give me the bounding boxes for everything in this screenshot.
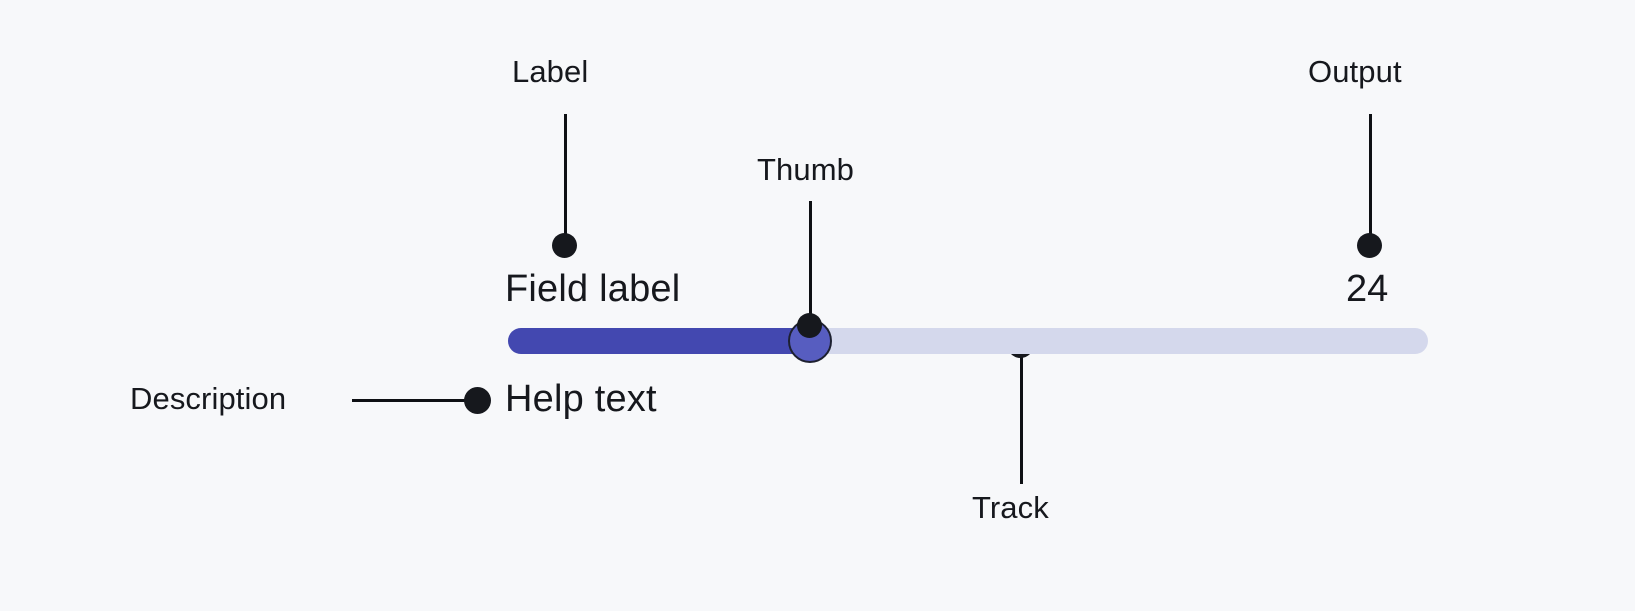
annotation-output-dot-icon [1357, 233, 1382, 258]
annotation-description-dot-icon [464, 387, 491, 414]
annotation-thumb-leader-line [809, 201, 812, 323]
annotation-description-text: Description [130, 381, 287, 416]
annotation-track-text: Track [972, 490, 1049, 525]
slider-output-value: 24 [1346, 268, 1389, 310]
annotation-thumb-dot-icon [797, 313, 822, 338]
slider-field-label: Field label [505, 268, 681, 310]
annotation-output-text: Output [1308, 54, 1402, 89]
annotation-output-leader-line [1369, 114, 1372, 242]
slider-help-text: Help text [505, 378, 657, 420]
slider-filled-track [508, 328, 810, 354]
annotation-label-dot-icon [552, 233, 577, 258]
slider-track[interactable] [508, 328, 1428, 354]
annotation-label-leader-line [564, 114, 567, 242]
annotation-thumb-text: Thumb [757, 152, 854, 187]
annotation-label-text: Label [512, 54, 589, 89]
annotation-track-leader-line [1020, 348, 1023, 484]
annotation-description-leader-line [352, 399, 474, 402]
